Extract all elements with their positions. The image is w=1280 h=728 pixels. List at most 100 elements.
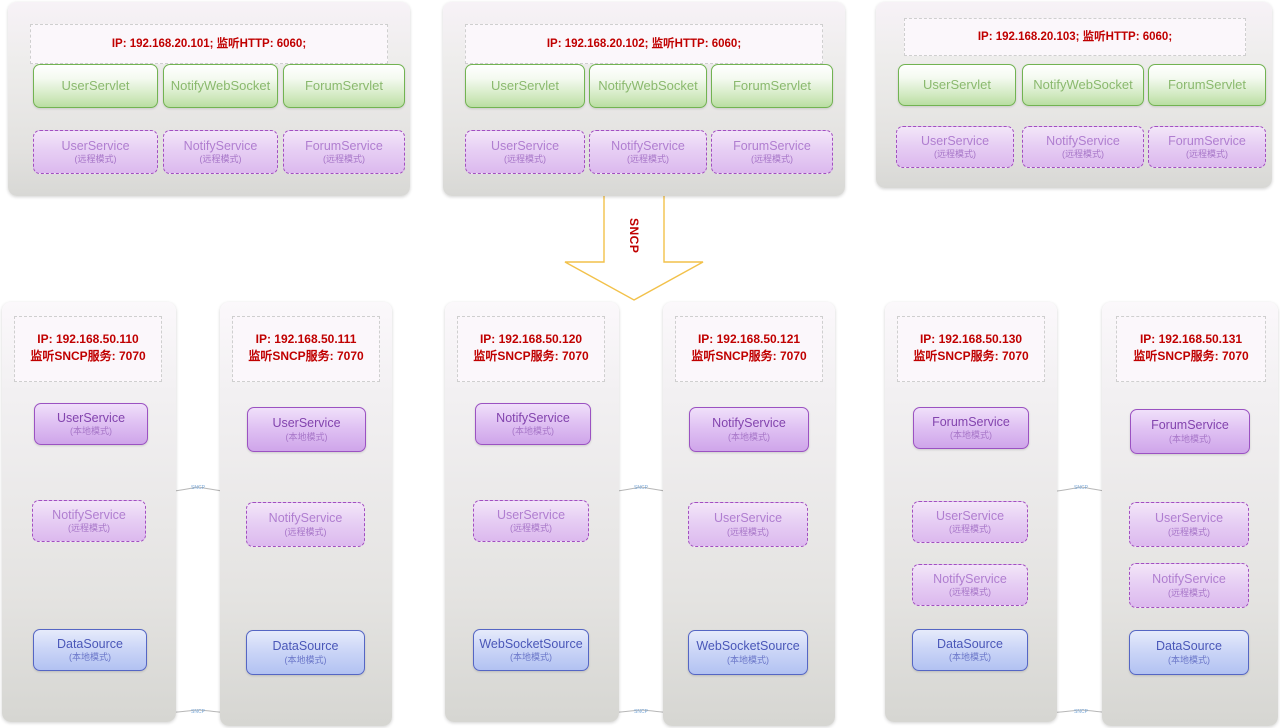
service-box[interactable]: NotifyService (远程模式) (1022, 126, 1144, 168)
node-box[interactable]: DataSource (本地模式) (1129, 630, 1249, 675)
service-box[interactable]: ForumService (远程模式) (1148, 126, 1266, 168)
servlet-box[interactable]: UserServlet (898, 64, 1016, 106)
web-node-header: IP: 192.168.20.103; 监听HTTP: 6060; (904, 18, 1246, 56)
servlet-box[interactable]: NotifyWebSocket (589, 64, 707, 108)
service-mode: (远程模式) (1062, 149, 1104, 160)
node-mode: (远程模式) (949, 587, 991, 598)
service-mode: (远程模式) (199, 154, 242, 165)
node-ip: IP: 192.168.50.130 (919, 332, 1023, 346)
node-label: NotifyService (712, 416, 786, 431)
service-label: ForumService (1168, 133, 1246, 148)
link-label: SNCP (191, 485, 206, 491)
service-label: UserService (61, 138, 130, 153)
node-label: DataSource (272, 639, 339, 654)
service-box[interactable]: UserService (远程模式) (465, 130, 585, 174)
node-box[interactable]: UserService (本地模式) (247, 407, 366, 452)
service-label: ForumService (733, 138, 811, 153)
servlet-box[interactable]: NotifyWebSocket (163, 64, 278, 108)
link-label: SNCP (634, 709, 649, 715)
node-ip: IP: 192.168.50.120 (479, 332, 583, 346)
node-box[interactable]: DataSource (本地模式) (33, 629, 147, 671)
service-node-header: IP: 192.168.50.120 监听SNCP服务: 7070 (457, 316, 605, 382)
node-mode: (远程模式) (727, 526, 769, 537)
node-port: 监听SNCP服务: 7070 (248, 349, 364, 364)
service-box[interactable]: ForumService (远程模式) (711, 130, 833, 174)
node-box[interactable]: NotifyService (本地模式) (475, 403, 591, 445)
node-label: NotifyService (268, 511, 343, 526)
web-node-panel-1: IP: 192.168.20.101; 监听HTTP: 6060; UserSe… (8, 2, 410, 196)
service-label: NotifyService (183, 138, 258, 153)
node-box[interactable]: ForumService (本地模式) (1130, 409, 1250, 454)
node-port: 监听SNCP服务: 7070 (1133, 349, 1249, 364)
servlet-box[interactable]: ForumServlet (283, 64, 405, 108)
node-box[interactable]: WebSocketSource (本地模式) (688, 630, 808, 675)
node-box[interactable]: UserService (远程模式) (1129, 502, 1249, 547)
node-box[interactable]: NotifyService (远程模式) (912, 564, 1028, 606)
servlet-box[interactable]: NotifyWebSocket (1022, 64, 1144, 106)
node-ip: IP: 192.168.50.121 (697, 332, 801, 346)
service-mode: (远程模式) (323, 154, 365, 165)
web-node-panel-2: IP: 192.168.20.102; 监听HTTP: 6060; UserSe… (443, 2, 845, 196)
servlet-box[interactable]: ForumServlet (711, 64, 833, 108)
node-box[interactable]: UserService (远程模式) (688, 502, 808, 547)
node-mode: (本地模式) (70, 426, 112, 437)
node-mode: (本地模式) (510, 652, 552, 663)
node-mode: (本地模式) (727, 654, 769, 665)
node-label: ForumService (1151, 418, 1229, 433)
node-mode: (本地模式) (728, 431, 770, 442)
node-label: NotifyService (496, 410, 570, 425)
node-box[interactable]: NotifyService (远程模式) (32, 500, 146, 542)
service-node-header: IP: 192.168.50.131 监听SNCP服务: 7070 (1116, 316, 1266, 382)
link-label: SNCP (1074, 485, 1089, 491)
node-mode: (本地模式) (285, 431, 328, 442)
node-label: ForumService (932, 414, 1010, 429)
node-label: UserService (272, 416, 341, 431)
node-box[interactable]: NotifyService (本地模式) (689, 407, 809, 452)
node-mode: (本地模式) (950, 430, 992, 441)
service-node-header: IP: 192.168.50.121 监听SNCP服务: 7070 (675, 316, 823, 382)
node-box[interactable]: UserService (本地模式) (34, 403, 148, 445)
node-label: WebSocketSource (696, 639, 800, 654)
servlet-label: NotifyWebSocket (170, 77, 271, 93)
node-box[interactable]: ForumService (本地模式) (913, 407, 1029, 449)
service-node-panel-120: IP: 192.168.50.120 监听SNCP服务: 7070 Notify… (445, 302, 619, 722)
node-mode: (远程模式) (510, 523, 552, 534)
node-ip: IP: 192.168.50.111 (255, 332, 357, 346)
servlet-box[interactable]: ForumServlet (1148, 64, 1266, 106)
node-mode: (本地模式) (284, 654, 327, 665)
node-box[interactable]: UserService (远程模式) (912, 501, 1028, 543)
servlet-box[interactable]: UserServlet (465, 64, 585, 108)
node-box[interactable]: UserService (远程模式) (473, 500, 589, 542)
node-mode: (远程模式) (1168, 526, 1210, 537)
node-port: 监听SNCP服务: 7070 (30, 349, 146, 364)
service-box[interactable]: ForumService (远程模式) (283, 130, 405, 174)
service-box[interactable]: UserService (远程模式) (896, 126, 1014, 168)
link-label: SNCP (634, 485, 649, 491)
service-node-panel-121: IP: 192.168.50.121 监听SNCP服务: 7070 Notify… (663, 302, 835, 726)
node-box[interactable]: NotifyService (远程模式) (1129, 563, 1249, 608)
node-box[interactable]: DataSource (本地模式) (246, 630, 365, 675)
node-port: 监听SNCP服务: 7070 (473, 349, 589, 364)
node-mode: (远程模式) (68, 523, 110, 534)
node-box[interactable]: WebSocketSource (本地模式) (473, 629, 589, 671)
node-box[interactable]: NotifyService (远程模式) (246, 502, 365, 547)
node-label: NotifyService (933, 571, 1007, 586)
service-node-header: IP: 192.168.50.111 监听SNCP服务: 7070 (232, 316, 380, 382)
servlet-label: ForumServlet (304, 77, 384, 93)
node-port: 监听SNCP服务: 7070 (691, 349, 807, 364)
service-box[interactable]: NotifyService (远程模式) (163, 130, 278, 174)
servlet-box[interactable]: UserServlet (33, 64, 158, 108)
service-box[interactable]: UserService (远程模式) (33, 130, 158, 174)
service-node-panel-131: IP: 192.168.50.131 监听SNCP服务: 7070 ForumS… (1102, 302, 1278, 726)
service-mode: (远程模式) (751, 154, 793, 165)
node-box[interactable]: DataSource (本地模式) (912, 629, 1028, 671)
service-mode: (远程模式) (627, 154, 669, 165)
service-node-header: IP: 192.168.50.110 监听SNCP服务: 7070 (14, 316, 162, 382)
service-box[interactable]: NotifyService (远程模式) (589, 130, 707, 174)
node-label: DataSource (1155, 639, 1222, 654)
node-mode: (本地模式) (1169, 433, 1211, 444)
node-mode: (本地模式) (1168, 654, 1210, 665)
service-label: NotifyService (611, 138, 685, 153)
service-node-header: IP: 192.168.50.130 监听SNCP服务: 7070 (897, 316, 1045, 382)
service-node-panel-111: IP: 192.168.50.111 监听SNCP服务: 7070 UserSe… (220, 302, 392, 726)
